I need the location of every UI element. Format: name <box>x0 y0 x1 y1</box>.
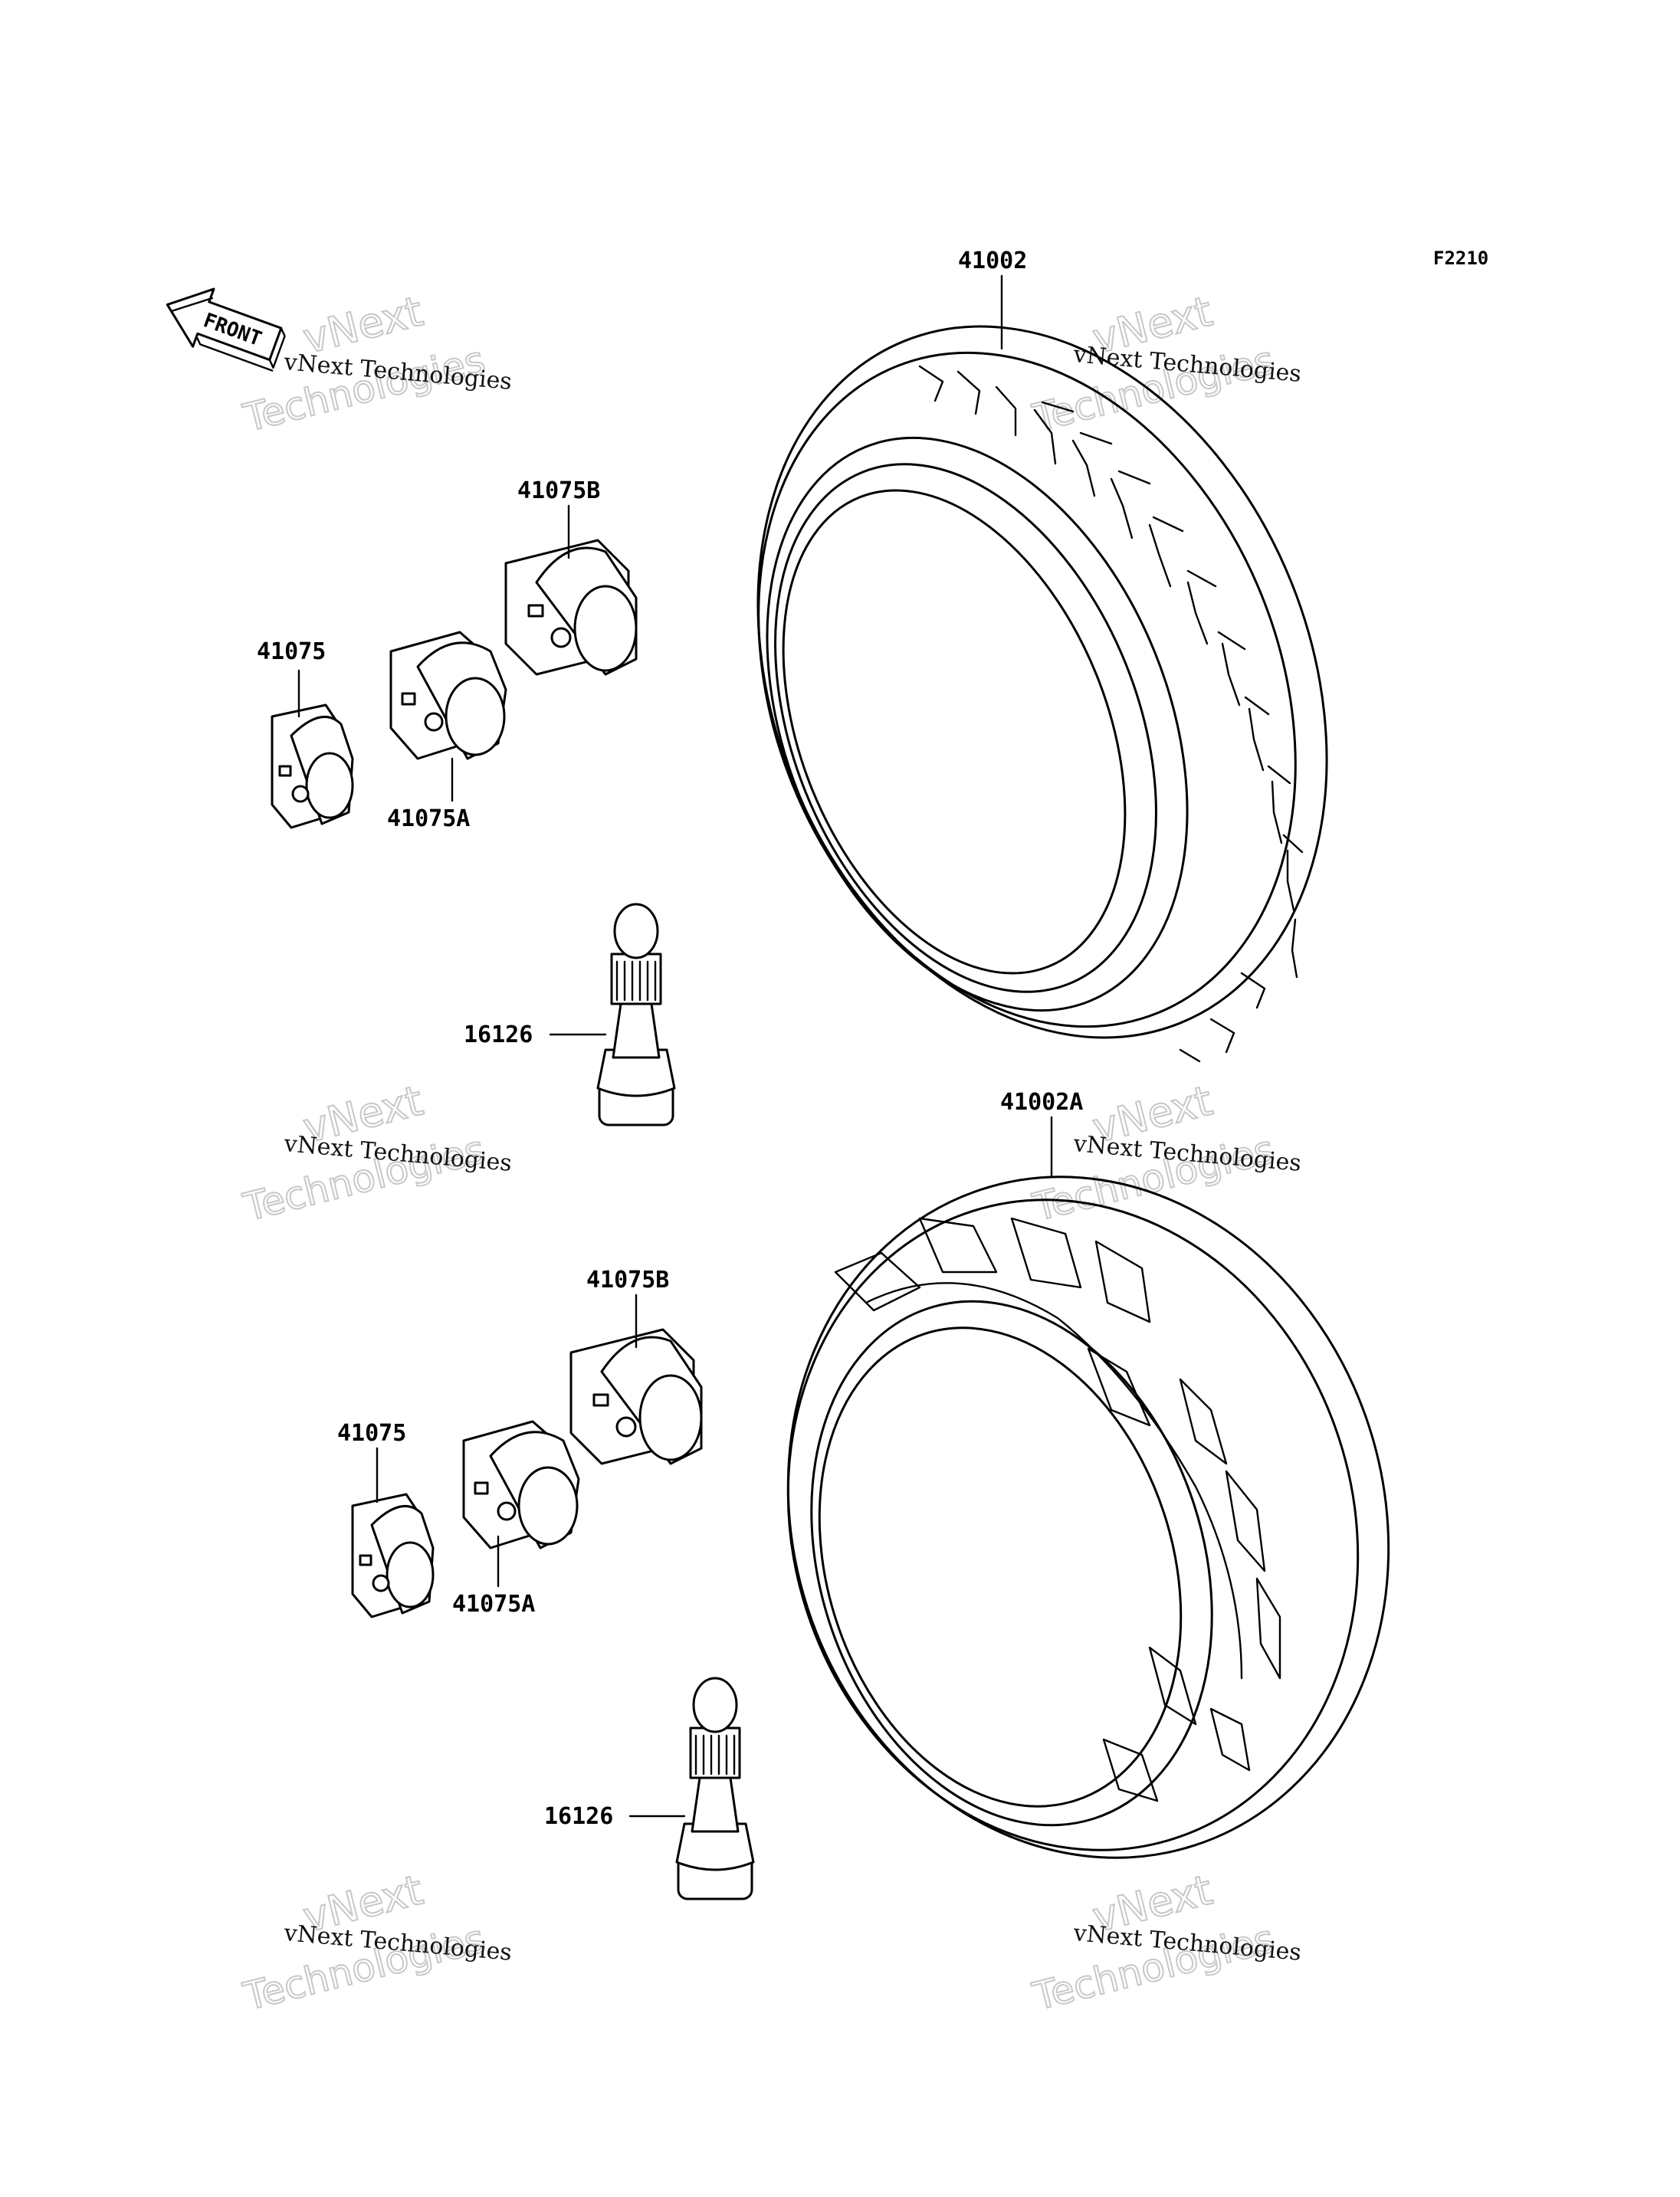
tire-front <box>756 325 1328 1063</box>
balance-weight-41075-bottom <box>351 1493 435 1618</box>
callout-41075A-top: 41075A <box>387 805 470 832</box>
callout-41075-bottom: 41075 <box>337 1420 406 1447</box>
callout-41075B-bottom: 41075B <box>586 1267 669 1294</box>
callout-41002A: 41002A <box>1000 1089 1083 1116</box>
balance-weight-41075-top <box>271 703 354 829</box>
tire-rear <box>786 1176 1390 1859</box>
balance-weight-41075b-top <box>504 539 638 676</box>
balance-weight-41075b-bottom <box>569 1328 703 1465</box>
valve-stem-16126-top <box>596 903 676 1126</box>
valve-stem-16126-bottom <box>675 1677 755 1900</box>
front-arrow-icon: FRONT <box>166 287 286 372</box>
callout-16126-bottom: 16126 <box>544 1803 613 1830</box>
balance-weight-41075a-top <box>389 631 507 760</box>
callout-41075B-top: 41075B <box>517 477 600 504</box>
tread-pattern-front <box>918 365 1304 1063</box>
tread-pattern-rear <box>834 1217 1281 1802</box>
callout-41002: 41002 <box>958 248 1027 274</box>
callout-16126-top: 16126 <box>464 1021 533 1048</box>
figure-code: F2210 <box>1433 248 1488 269</box>
callout-41075A-bottom: 41075A <box>452 1591 535 1618</box>
balance-weight-41075a-bottom <box>462 1420 580 1549</box>
callout-41075-top: 41075 <box>257 638 326 665</box>
